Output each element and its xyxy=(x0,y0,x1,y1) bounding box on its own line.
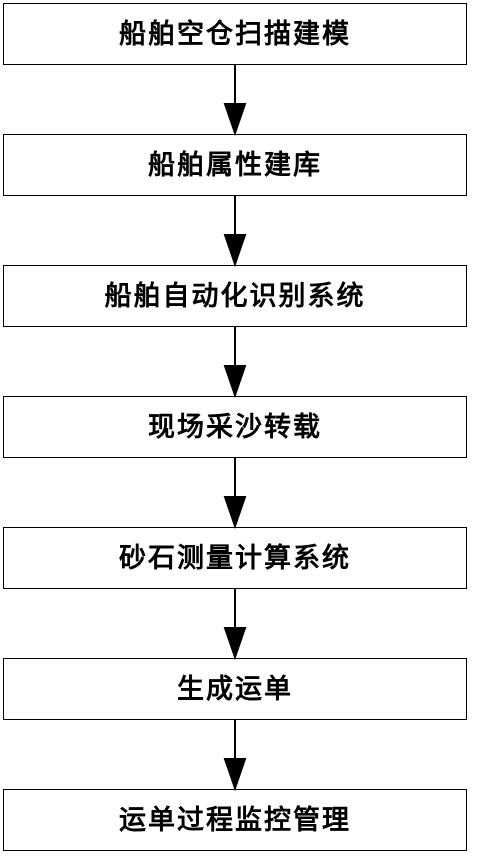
arrow-6-to-7 xyxy=(223,720,247,792)
arrow-2-to-3 xyxy=(223,196,247,268)
step-box-2: 船舶属性建库 xyxy=(3,134,467,196)
step-label-6: 生成运单 xyxy=(177,673,293,705)
step-label-7: 运单过程监控管理 xyxy=(119,804,351,836)
step-box-1: 船舶空仓扫描建模 xyxy=(3,3,467,65)
arrow-4-to-5 xyxy=(223,458,247,530)
step-box-3: 船舶自动化识别系统 xyxy=(3,265,467,327)
step-label-2: 船舶属性建库 xyxy=(148,149,322,181)
step-label-4: 现场采沙转载 xyxy=(148,411,322,443)
step-box-7: 运单过程监控管理 xyxy=(3,789,467,851)
step-label-5: 砂石测量计算系统 xyxy=(119,542,351,574)
step-box-5: 砂石测量计算系统 xyxy=(3,527,467,589)
step-box-4: 现场采沙转载 xyxy=(3,396,467,458)
step-label-3: 船舶自动化识别系统 xyxy=(104,280,366,312)
arrow-3-to-4 xyxy=(223,327,247,399)
arrow-5-to-6 xyxy=(223,589,247,661)
step-label-1: 船舶空仓扫描建模 xyxy=(119,18,351,50)
arrow-1-to-2 xyxy=(223,65,247,137)
step-box-6: 生成运单 xyxy=(3,658,467,720)
